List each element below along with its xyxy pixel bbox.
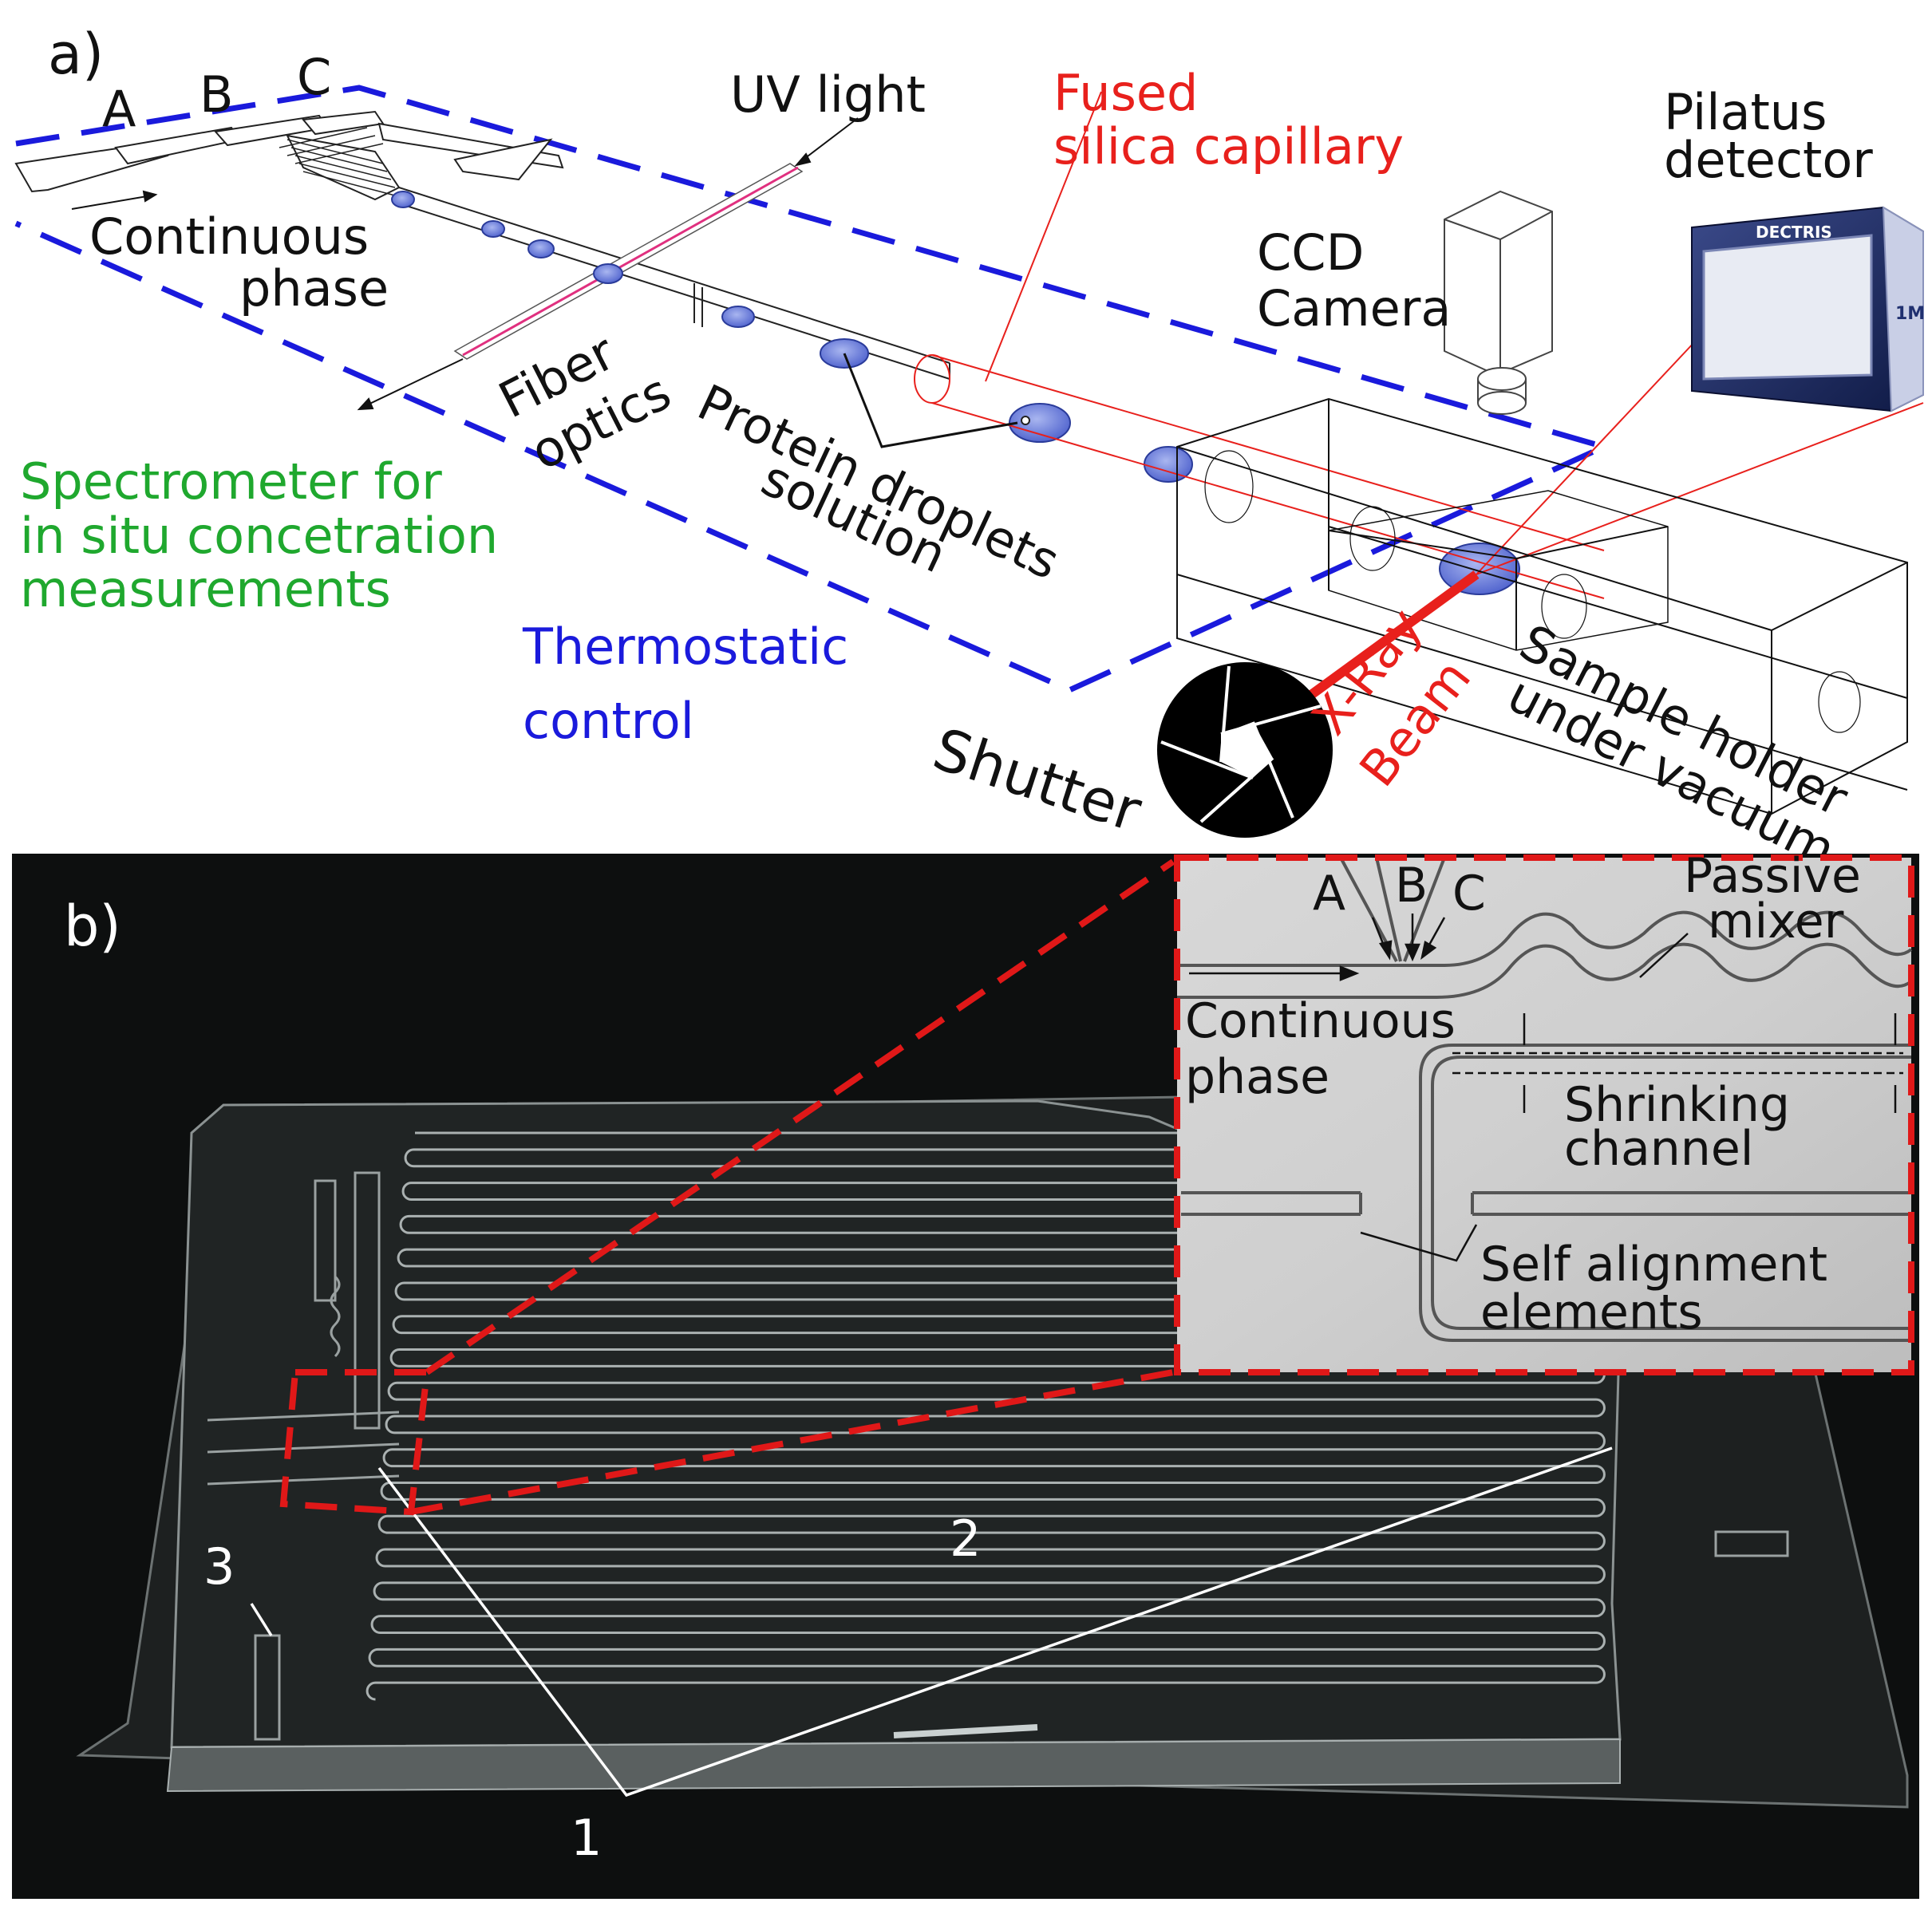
number-3: 3: [203, 1537, 235, 1596]
inlet-a-label: A: [102, 80, 136, 138]
pilatus-line1: Pilatus: [1664, 83, 1827, 141]
pilatus-line2: detector: [1664, 131, 1873, 189]
chip-left-features: [207, 1171, 1789, 1741]
annotation-arrows: [71, 117, 859, 411]
ccd-camera-drawing: [1444, 190, 1553, 415]
fiber-optic-rod: [453, 163, 804, 360]
inset-b-label: B: [1395, 858, 1428, 914]
thermostatic-line1: Thermostatic: [522, 618, 848, 676]
detector-model-text: 1M: [1895, 304, 1925, 324]
sample-holder-box: [1176, 397, 1908, 815]
fused-silica-line2: silica capillary: [1053, 117, 1404, 176]
ccd-line2: Camera: [1257, 279, 1451, 337]
inlet-b-label: B: [200, 65, 234, 124]
inset-self-line2: elements: [1480, 1284, 1703, 1340]
serpentine-channels: [365, 1131, 1606, 1701]
inset-self-line1: Self alignment: [1480, 1237, 1827, 1292]
thermostatic-line2: control: [523, 692, 694, 750]
shutter-label: Shutter: [926, 715, 1150, 845]
serpentine-path: [365, 1131, 1606, 1701]
shutter-icon: [1157, 662, 1333, 838]
fused-silica-line1: Fused: [1053, 64, 1198, 122]
detector-brand-text: DECTRIS: [1756, 223, 1832, 242]
zoom-source-box: [279, 858, 1175, 1516]
ccd-line1: CCD: [1257, 223, 1364, 282]
protein-leader-lines: [843, 353, 1018, 448]
spectrometer-line3: measurements: [20, 560, 391, 618]
fused-silica-capillary: [914, 91, 1924, 599]
spectrometer-line1: Spectrometer for: [20, 452, 442, 511]
panel-b: b) 3 2 1 A B C Passive mixer Continuous …: [12, 848, 1919, 1899]
thermostatic-dashed-region: [14, 85, 1613, 693]
continuous-phase-line1: Continuous: [89, 207, 369, 266]
inset-zoom: [1174, 854, 1914, 1375]
inset-continuous-line1: Continuous: [1185, 993, 1456, 1049]
spectrometer-line2: in situ concetration: [20, 507, 498, 565]
inlet-hatching: [279, 127, 396, 196]
pointer-lines: [250, 1446, 1613, 1797]
panel-b-label: b): [64, 894, 121, 959]
inset-passive-line1: Passive: [1684, 848, 1861, 904]
inset-shrinking-line2: channel: [1564, 1121, 1753, 1177]
inset-a-label: A: [1313, 866, 1345, 921]
panel-a-label: a): [48, 22, 104, 87]
continuous-phase-line2: phase: [239, 259, 389, 318]
droplet-nucleus: [1021, 416, 1030, 425]
uv-light-label: UV light: [730, 65, 926, 124]
inset-annotations: [1189, 914, 1903, 1262]
inset-shrinking-line1: Shrinking: [1564, 1077, 1790, 1133]
panel-a: DECTRIS 1M: [14, 22, 1925, 879]
inlet-c-label: C: [297, 48, 331, 106]
pilatus-detector-drawing: DECTRIS 1M: [1691, 206, 1925, 412]
inset-c-label: C: [1452, 866, 1486, 921]
inset-passive-line2: mixer: [1708, 894, 1844, 949]
inset-continuous-line2: phase: [1185, 1049, 1329, 1105]
number-1: 1: [571, 1809, 602, 1867]
number-2: 2: [950, 1509, 981, 1568]
